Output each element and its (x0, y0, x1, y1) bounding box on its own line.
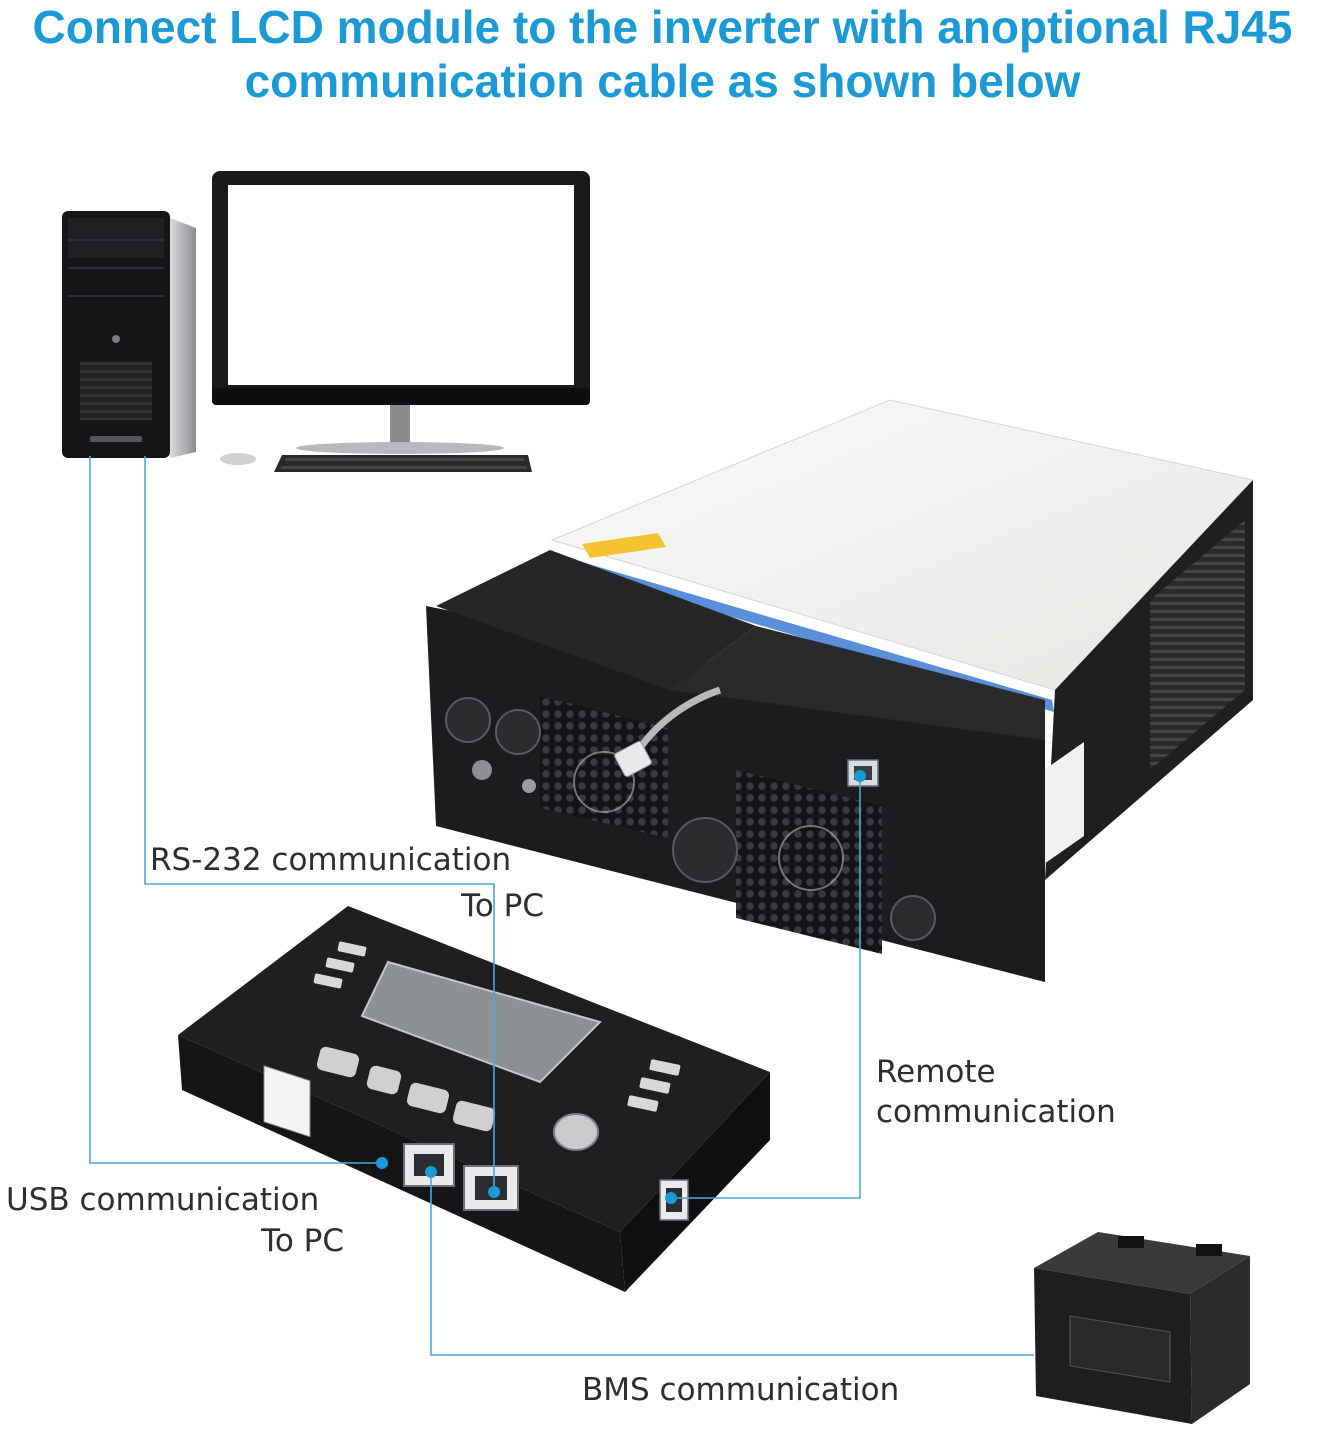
title-line-2: communication cable as shown below (244, 55, 1081, 107)
monitor (212, 171, 590, 454)
remote-wire (672, 776, 861, 1199)
keyboard (274, 455, 532, 472)
mouse (220, 453, 256, 465)
pc-tower (62, 211, 196, 458)
usb-port-dot (376, 1157, 388, 1169)
inverter (426, 399, 1254, 982)
rs232-subtitle: To PC (461, 888, 544, 924)
usb-wire (89, 456, 380, 1164)
usb-subtitle: To PC (261, 1223, 344, 1259)
remote-subtitle: communication (876, 1094, 1116, 1130)
title-line-1: Connect LCD module to the inverter with … (32, 1, 1293, 53)
bms-port-dot (425, 1166, 437, 1178)
bms-label: BMS communication (582, 1372, 900, 1408)
battery (1034, 1232, 1250, 1424)
usb-label: USB communication (6, 1182, 320, 1218)
remote-port-dot (665, 1192, 677, 1204)
inverter-port-dot (854, 770, 866, 782)
rs232-label: RS-232 communication (150, 842, 512, 878)
lcd-module (178, 906, 770, 1292)
rs232-wire (144, 456, 495, 1192)
rs232-port-dot (488, 1186, 500, 1198)
bms-wire (430, 1172, 1034, 1356)
remote-label: Remote (876, 1054, 996, 1090)
